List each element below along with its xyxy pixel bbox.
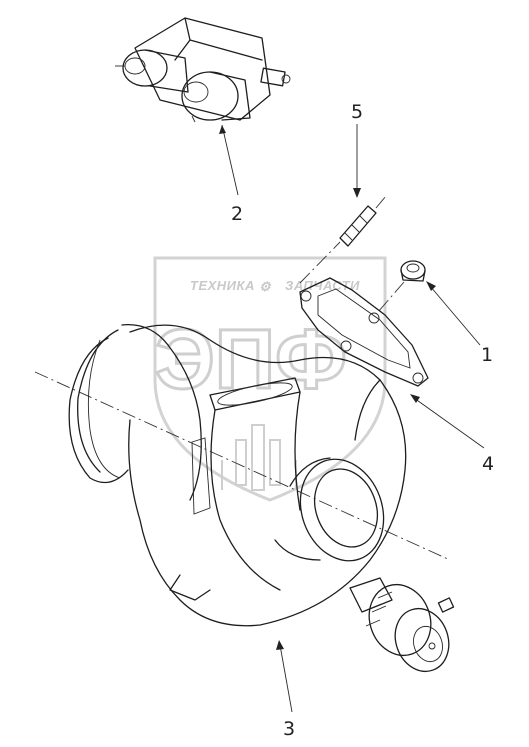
callout-1: 1 <box>481 344 493 366</box>
part-3-leader-arrow <box>276 640 284 650</box>
part-5-stud <box>299 195 387 284</box>
part-2-leader-arrow <box>219 125 226 134</box>
watermark: ТЕХНИКА ⚙ ЗАПЧАСТИ ЭПФ <box>153 256 387 502</box>
watermark-text-left: ТЕХНИКА <box>190 278 255 293</box>
part-4-leader-line <box>413 397 485 449</box>
part-4-leader-arrow <box>410 394 420 403</box>
part-1-leader-arrow <box>426 281 436 291</box>
part-2-actuator-assembly <box>115 17 291 123</box>
watermark-text-right: ЗАПЧАСТИ <box>285 278 360 293</box>
part-5-leader-arrow <box>353 188 361 198</box>
callout-5: 5 <box>351 101 363 123</box>
watermark-building-icon <box>221 424 297 491</box>
watermark-shield <box>153 256 387 502</box>
part-1-leader-line <box>429 285 481 346</box>
part-3-leader-line <box>279 644 293 713</box>
part-4-gasket <box>299 277 429 387</box>
callout-2: 2 <box>231 203 243 225</box>
watermark-gear-icon: ⚙ <box>259 279 272 294</box>
part-2-leader-line <box>221 124 239 196</box>
part-1-nut <box>377 260 426 313</box>
callout-4: 4 <box>482 453 494 475</box>
part-3-turbocharger <box>34 324 455 673</box>
callout-3: 3 <box>283 718 295 740</box>
